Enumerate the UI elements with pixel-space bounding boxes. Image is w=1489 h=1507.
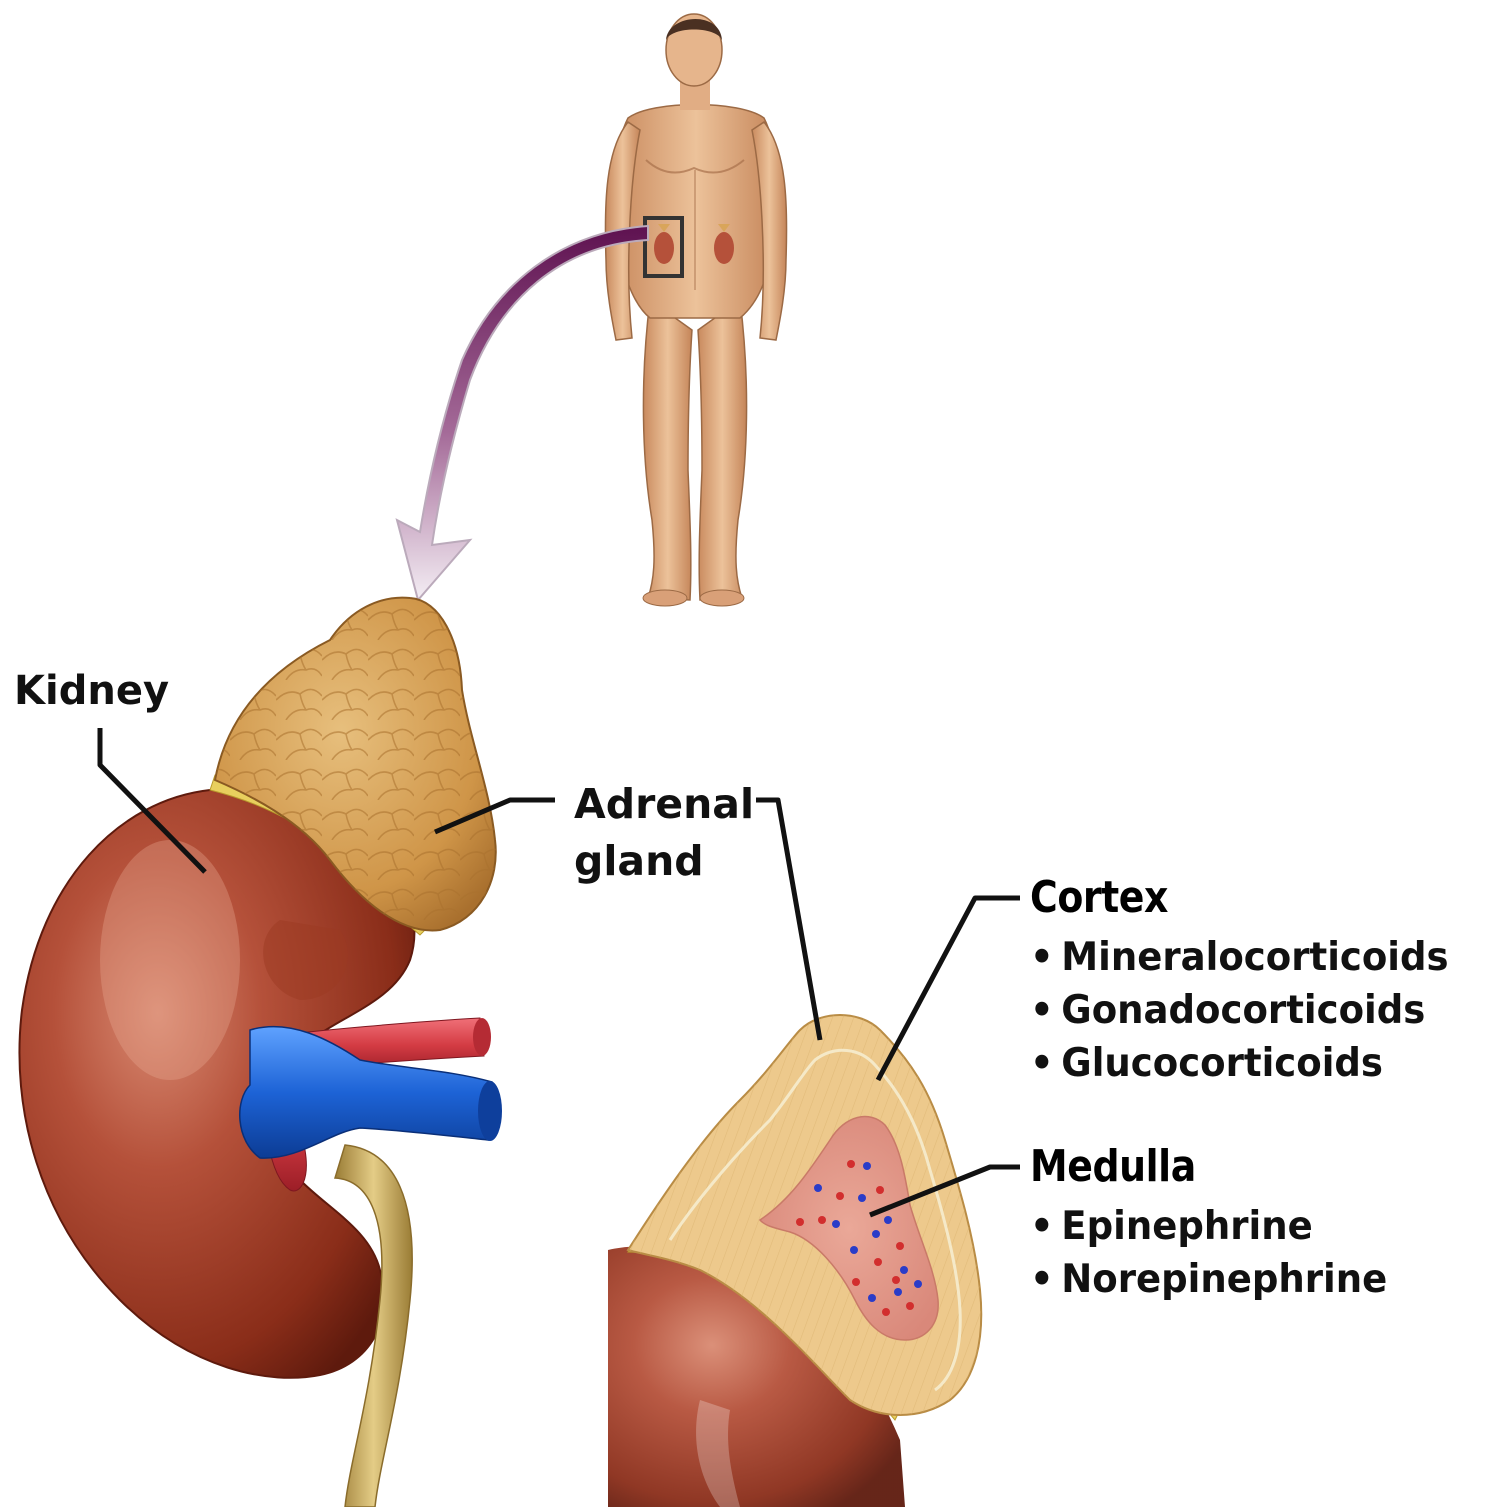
cortex-hormone-item: •Gonadocorticoids xyxy=(1030,984,1449,1037)
adrenal-label-line-1: Adrenal xyxy=(574,776,754,833)
adrenal-cross-section xyxy=(608,1015,981,1507)
cortex-hormone-item: •Mineralocorticoids xyxy=(1030,931,1449,984)
cortex-heading: Cortex xyxy=(1030,872,1168,923)
medulla-heading: Medulla xyxy=(1030,1141,1196,1192)
bullet: • xyxy=(1030,935,1054,980)
hormone-name: Glucocorticoids xyxy=(1061,1041,1383,1086)
medulla-hormone-item: •Epinephrine xyxy=(1030,1200,1387,1253)
hormone-name: Mineralocorticoids xyxy=(1061,935,1448,980)
hormone-name: Epinephrine xyxy=(1061,1204,1312,1249)
hormone-name: Gonadocorticoids xyxy=(1061,988,1425,1033)
cortex-hormone-list: •Mineralocorticoids •Gonadocorticoids •G… xyxy=(1030,931,1471,1090)
bullet: • xyxy=(1030,1257,1054,1302)
cortex-hormone-item: •Glucocorticoids xyxy=(1030,1037,1449,1090)
medulla-hormone-item: •Norepinephrine xyxy=(1030,1253,1387,1306)
bullet: • xyxy=(1030,1041,1054,1086)
adrenal-section-leader-line xyxy=(756,800,820,1040)
medulla-hormone-list: •Epinephrine •Norepinephrine xyxy=(1030,1200,1406,1306)
hormone-name: Norepinephrine xyxy=(1061,1257,1387,1302)
kidney-label: Kidney xyxy=(14,668,169,714)
adrenal-gland-label: Adrenal gland xyxy=(574,776,754,890)
adrenal-label-line-2: gland xyxy=(574,833,754,890)
human-body-figure xyxy=(605,14,786,606)
bullet: • xyxy=(1030,988,1054,1033)
bullet: • xyxy=(1030,1204,1054,1249)
